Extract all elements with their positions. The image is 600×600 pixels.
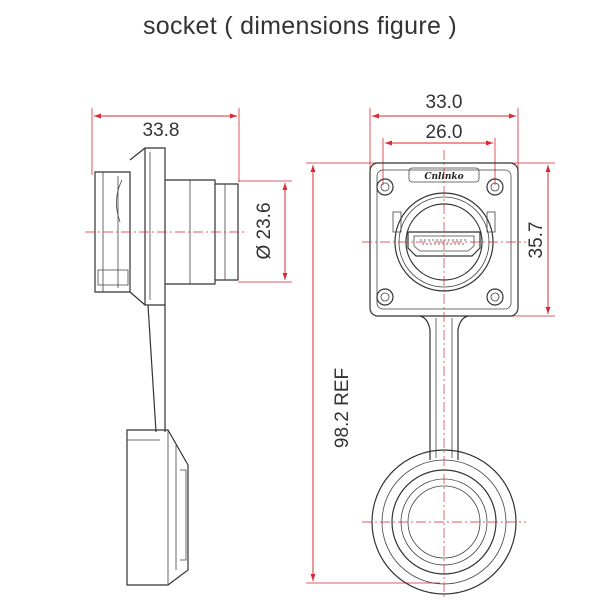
dimension-hole-spacing-label: 26.0 <box>426 122 463 143</box>
dimension-overall-length: 98.2 REF <box>306 162 440 584</box>
socket-front-outline: Cnlinko <box>369 162 519 317</box>
dimension-outer-width-label: 33.0 <box>426 92 463 113</box>
mounting-hole <box>486 288 504 306</box>
front-view: 33.0 26.0 35.7 98.2 REF <box>306 92 555 598</box>
dimension-height: 35.7 <box>490 162 555 317</box>
dimension-hole-spacing: 26.0 <box>382 122 496 185</box>
dimension-overall-length-label: 98.2 REF <box>332 368 353 448</box>
side-view: 33.8 Ø 23.6 <box>85 108 292 586</box>
dimension-length-label: 33.8 <box>143 120 180 141</box>
lanyard <box>419 315 469 460</box>
socket-side-outline <box>94 147 239 586</box>
dimension-length: 33.8 <box>91 108 240 182</box>
dimension-outer-width: 33.0 <box>369 92 519 172</box>
mounting-hole <box>376 178 394 196</box>
dimension-diameter-label: Ø 23.6 <box>254 202 275 259</box>
page-title: socket ( dimensions figure ) <box>142 12 458 40</box>
mounting-hole <box>486 178 504 196</box>
mounting-hole <box>376 288 394 306</box>
dimension-height-label: 35.7 <box>526 222 547 259</box>
dimension-diameter: Ø 23.6 <box>238 180 292 283</box>
